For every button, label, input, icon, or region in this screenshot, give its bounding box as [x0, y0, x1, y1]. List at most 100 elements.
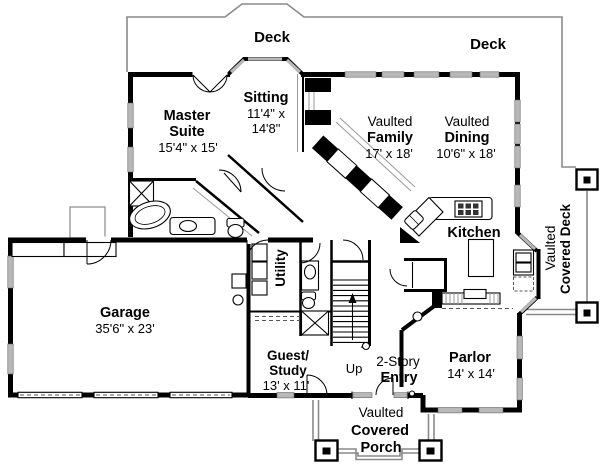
window — [449, 71, 473, 78]
window — [127, 102, 134, 129]
upper-deck-outline — [126, 3, 576, 168]
vanity-sink — [178, 219, 198, 233]
bath-door-arc — [299, 242, 321, 264]
washer — [251, 243, 268, 262]
cased-opening — [255, 316, 300, 321]
bar-wall — [432, 291, 442, 308]
windows — [7, 57, 538, 414]
powder-room-walls — [404, 258, 447, 292]
fireplace-mass — [305, 78, 331, 92]
porch-post-core — [322, 447, 331, 455]
fireplace-mass — [378, 195, 403, 220]
window — [514, 184, 521, 208]
counter-end-wedge — [400, 227, 420, 243]
labels: Deck Deck Master Suite 15'4" x 15' Sitti… — [95, 29, 573, 456]
deck-post-core — [583, 309, 591, 317]
label-sitting: Sitting — [243, 90, 288, 106]
entry-sidelight — [393, 392, 408, 399]
french-door-opening — [192, 71, 228, 78]
kitchen-fixtures — [400, 196, 535, 322]
porch-right-edge — [427, 414, 435, 441]
utility-counter — [251, 280, 268, 296]
refrigerator-inner — [515, 252, 532, 263]
label-deck-right: Deck — [470, 36, 507, 53]
window — [516, 335, 523, 360]
label-family-prefix: Vaulted — [368, 114, 413, 129]
stair-treads — [333, 279, 368, 343]
garage-doors — [17, 391, 233, 399]
water-heater — [232, 294, 244, 306]
label-side-deck-line2: Covered Deck — [558, 203, 573, 294]
master-bath-fixtures — [128, 180, 245, 239]
garage-side-door-arc — [86, 239, 112, 265]
utility-door-arc — [246, 239, 269, 262]
window — [479, 71, 500, 78]
label-porch-line1: Vaulted — [359, 405, 404, 420]
counter-dashed — [513, 276, 534, 292]
window — [7, 255, 14, 289]
sitting-bay-wall — [226, 57, 305, 76]
label-family: Family — [367, 130, 413, 146]
bar-sink — [463, 288, 487, 300]
window — [516, 377, 523, 401]
workbench — [63, 241, 117, 258]
stair-newel — [361, 341, 371, 351]
toilet-bowl — [227, 223, 244, 239]
deck-post-core — [583, 176, 591, 184]
door-opening — [86, 236, 111, 244]
closet-wall-east — [227, 154, 304, 223]
vanity-sink — [303, 264, 317, 280]
label-deck-left: Deck — [254, 29, 291, 46]
window — [514, 145, 521, 169]
label-sitting-dims1: 11'4" x — [247, 106, 285, 121]
label-parlor: Parlor — [449, 350, 491, 366]
master-closet-door-arc — [218, 169, 242, 193]
shower-x — [301, 310, 329, 336]
powder-door-arc — [389, 268, 408, 287]
stair-closet-door-arc — [342, 239, 364, 261]
toilet-bowl — [301, 296, 316, 310]
window — [514, 123, 521, 145]
fireplace-mass — [305, 110, 331, 125]
window — [276, 392, 295, 399]
label-up: Up — [346, 361, 363, 376]
label-dining-dims: 10'6" x 18' — [436, 146, 495, 161]
label-dining: Dining — [444, 130, 489, 146]
utility-fixtures — [11, 241, 268, 306]
label-master-dims: 15'4" x 15' — [158, 140, 217, 155]
french-door-arcs — [192, 74, 228, 93]
entry-jambs — [351, 391, 409, 399]
column — [412, 311, 423, 322]
porch-step-outline — [338, 448, 420, 461]
garage-shelf — [231, 273, 247, 289]
entry-door-opening — [352, 391, 408, 400]
doors — [86, 74, 416, 400]
hearth-lines — [335, 117, 416, 192]
window — [514, 99, 521, 123]
fireplace — [305, 78, 416, 220]
entry-sidelight — [352, 392, 373, 399]
label-porch-line3: Porch — [360, 440, 401, 456]
parlor-south-wall — [420, 395, 522, 413]
bar-hatch — [445, 293, 499, 304]
refrigerator-inner — [515, 262, 532, 273]
door-opening — [247, 236, 268, 244]
bay-glazing — [518, 233, 538, 314]
label-kitchen: Kitchen — [447, 225, 500, 241]
window — [381, 71, 405, 78]
kitchen-island — [467, 238, 495, 278]
guest-bath-fixtures — [300, 260, 330, 336]
fireplace-glass — [308, 92, 315, 110]
label-sitting-dims2: 14'8" — [252, 121, 281, 136]
label-guest-line2: Study — [269, 363, 307, 378]
stair-arrow-head — [348, 293, 357, 303]
fireplace-mass — [311, 135, 339, 162]
label-garage: Garage — [100, 305, 150, 321]
deck-outlines — [69, 3, 599, 462]
entry-door-arc — [375, 377, 394, 396]
window — [437, 407, 463, 414]
firebox — [326, 148, 358, 179]
window — [127, 146, 134, 173]
